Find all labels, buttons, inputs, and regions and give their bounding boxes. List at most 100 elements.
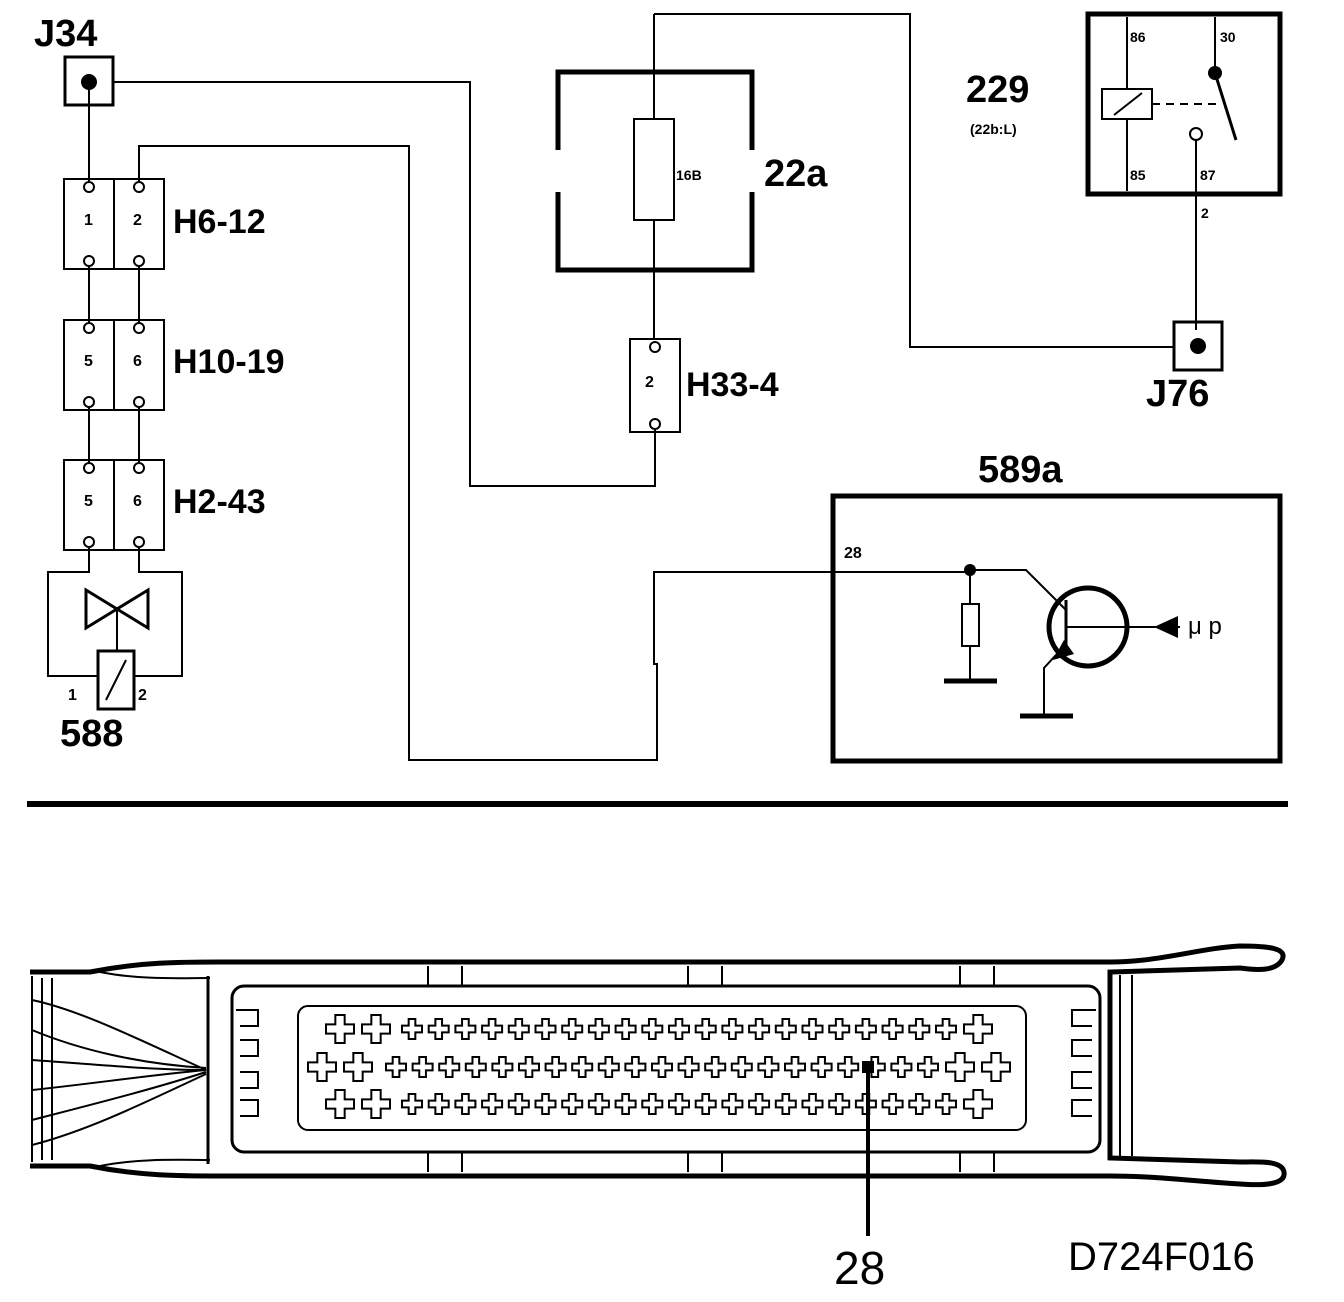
connector-pin <box>361 1014 391 1044</box>
connector-pin <box>730 1056 753 1078</box>
connector-pin <box>401 1018 423 1040</box>
connector-pin <box>828 1093 851 1115</box>
wires-left <box>88 81 970 761</box>
connector-pin <box>748 1018 771 1040</box>
connector-pin <box>945 1052 975 1082</box>
connector-pin <box>624 1056 647 1078</box>
fuse-16b-label: 16B <box>676 167 702 183</box>
connector-pin <box>587 1018 610 1040</box>
588-label: 588 <box>60 713 123 755</box>
h10-19-pin-5: 5 <box>84 353 93 370</box>
relay-pin-85: 85 <box>1130 167 1146 183</box>
connector-pin <box>828 1018 851 1040</box>
connector-pin <box>963 1089 993 1119</box>
connector-pin <box>641 1018 664 1040</box>
connector-h33-4: 2 H33-4 <box>629 338 779 433</box>
connector-pin <box>544 1056 567 1078</box>
connector-pin <box>507 1093 530 1115</box>
ecu-label: 589a <box>978 449 1063 491</box>
connector-pin <box>614 1018 637 1040</box>
connector-pin <box>454 1093 477 1115</box>
h2-43-label: H2-43 <box>173 483 266 521</box>
h10-19-pin-6: 6 <box>133 353 142 370</box>
connector-pin <box>908 1018 931 1040</box>
connector-pin <box>307 1052 337 1082</box>
ground-point-j76: J76 <box>1146 320 1224 415</box>
connector-pin <box>438 1056 461 1078</box>
connector-pin <box>507 1018 530 1040</box>
connector-pin <box>748 1093 771 1115</box>
connector-pin <box>908 1093 931 1115</box>
connector-pin <box>614 1093 637 1115</box>
connector-pin <box>651 1056 673 1078</box>
connector-pin <box>571 1056 594 1078</box>
connector-pin <box>343 1052 373 1082</box>
h6-12-pin-1: 1 <box>84 212 93 229</box>
connector-pin <box>784 1056 806 1078</box>
588-pin-1: 1 <box>68 687 77 704</box>
ecu-pin-28-label: 28 <box>844 545 862 562</box>
h6-12-pin-2: 2 <box>133 212 142 229</box>
connector-pin <box>854 1018 877 1040</box>
connector-pin <box>668 1093 690 1115</box>
connector-pin <box>810 1056 833 1078</box>
relay-pin-30: 30 <box>1220 29 1236 45</box>
connector-h2-43: 5 6 H2-43 <box>63 459 266 551</box>
fuse-box-22a: 16B 22a <box>555 14 828 340</box>
connector-pin <box>427 1093 450 1115</box>
j76-label: J76 <box>1146 373 1209 415</box>
connector-pin <box>668 1018 690 1040</box>
wire-to-j76 <box>654 13 1175 348</box>
connector-pin <box>935 1018 957 1040</box>
connector-pin <box>411 1056 434 1078</box>
connector-pin <box>427 1018 450 1040</box>
connector-h10-19: 5 6 H10-19 <box>63 319 285 411</box>
connector-pin <box>491 1056 514 1078</box>
relay-pin-87: 87 <box>1200 167 1216 183</box>
connector-pin <box>704 1056 727 1078</box>
connector-pin <box>917 1056 939 1078</box>
connector-pin <box>587 1093 610 1115</box>
connector-pin <box>837 1056 860 1078</box>
h6-12-label: H6-12 <box>173 203 266 241</box>
connector-pin <box>881 1093 904 1115</box>
connector-pin <box>981 1052 1011 1082</box>
connector-pin <box>641 1093 664 1115</box>
connector-pin <box>881 1018 904 1040</box>
connector-pin <box>677 1056 700 1078</box>
connector-pin <box>801 1093 824 1115</box>
fuse-box-label: 22a <box>764 153 828 195</box>
connector-pin <box>481 1018 504 1040</box>
h2-43-pin-6: 6 <box>133 493 142 510</box>
connector-pin <box>534 1018 557 1040</box>
connector-pin <box>325 1089 355 1119</box>
connector-pin <box>325 1014 355 1044</box>
connector-pin <box>454 1018 477 1040</box>
connector-pin <box>694 1093 717 1115</box>
relay-229: 86 30 85 87 2 229 (22b:L) <box>966 11 1283 330</box>
connector-pin <box>518 1056 540 1078</box>
connector-pin <box>890 1056 913 1078</box>
h33-4-label: H33-4 <box>686 366 779 404</box>
connector-pin <box>481 1093 504 1115</box>
relay-sublabel: (22b:L) <box>970 121 1017 137</box>
connector-pin <box>385 1056 407 1078</box>
ecu-mu-p-label: μ p <box>1188 613 1222 640</box>
connector-pin <box>694 1018 717 1040</box>
connector-pin <box>935 1093 957 1115</box>
connector-pin <box>774 1093 797 1115</box>
connector-pin <box>721 1093 744 1115</box>
connector-pin-grid <box>307 1014 1011 1119</box>
h33-4-pin-2: 2 <box>645 374 654 391</box>
solenoid-valve-588: 1 2 588 <box>47 548 183 755</box>
pin-28-callout: 28 <box>834 1242 885 1294</box>
ground-point-j34: J34 <box>34 13 115 107</box>
relay-label: 229 <box>966 69 1029 111</box>
588-pin-2: 2 <box>138 687 147 704</box>
connector-pin <box>854 1093 877 1115</box>
connector-pin <box>534 1093 557 1115</box>
connector-pin <box>561 1018 584 1040</box>
connector-pin <box>757 1056 780 1078</box>
connector-pin <box>561 1093 584 1115</box>
